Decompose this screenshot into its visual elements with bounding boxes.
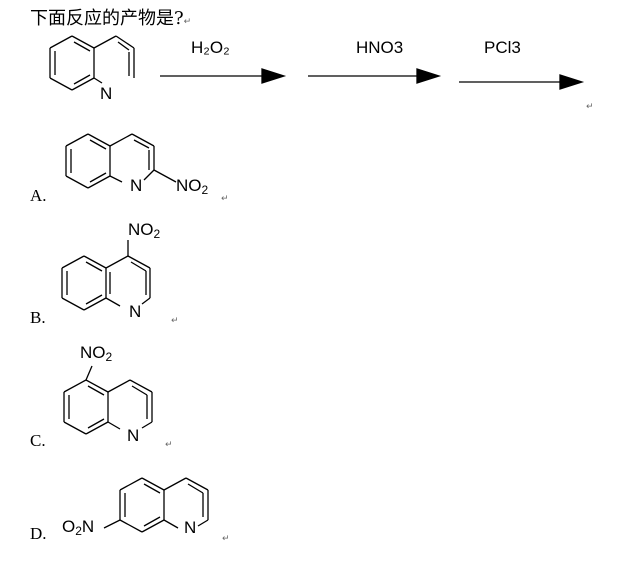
reagent-pcl3: PCl3 bbox=[484, 38, 521, 57]
option-b-nitro-group: NO2 bbox=[128, 220, 161, 241]
reagent-hno3: HNO3 bbox=[356, 38, 404, 57]
quinoline-nitrogen-label: N bbox=[100, 84, 113, 103]
option-b-letter: B. bbox=[30, 308, 46, 327]
paragraph-mark-icon: ↵ bbox=[586, 102, 594, 112]
option-b-nitrogen-label: N bbox=[129, 302, 142, 321]
option-a-nitrogen-label: N bbox=[130, 176, 143, 195]
paragraph-mark-icon: ↵ bbox=[165, 440, 173, 450]
option-a-nitro-group: NO2 bbox=[176, 176, 209, 197]
reagent-h2o2: H₂O₂ bbox=[191, 38, 230, 57]
option-d-nitrogen-label: N bbox=[184, 518, 197, 537]
option-d-nitro-group: O2N bbox=[62, 517, 95, 538]
paragraph-mark-icon: ↵ bbox=[183, 17, 192, 27]
paragraph-mark-icon: ↵ bbox=[222, 534, 230, 544]
question-text: 下面反应的产物是?↵ bbox=[30, 8, 192, 29]
option-c-letter: C. bbox=[30, 431, 46, 450]
option-a-letter: A. bbox=[30, 186, 47, 205]
paragraph-mark-icon: ↵ bbox=[171, 316, 179, 326]
option-c-nitrogen-label: N bbox=[127, 426, 140, 445]
option-c-nitro-group: NO2 bbox=[80, 343, 113, 364]
paragraph-mark-icon: ↵ bbox=[221, 194, 229, 204]
option-d-letter: D. bbox=[30, 524, 47, 543]
